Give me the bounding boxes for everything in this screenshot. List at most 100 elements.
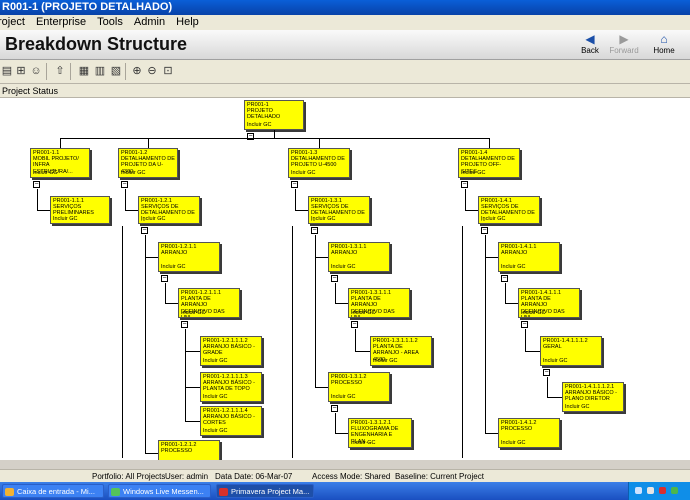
forward-label: Forward xyxy=(609,46,639,55)
taskbar-label: Primavera Project Ma... xyxy=(231,487,310,496)
tree-view-icon[interactable]: ▤ xyxy=(1,65,13,77)
wbs-node-responsible: Incluir GC xyxy=(461,169,486,176)
menu-enterprise[interactable]: Enterprise xyxy=(35,16,87,28)
wbs-node-code: PR001-1.2.1.1 xyxy=(161,244,197,250)
zoom-fit-icon[interactable]: ⊡ xyxy=(163,65,173,77)
connector-line xyxy=(335,433,348,434)
collapse-toggle[interactable]: − xyxy=(331,405,338,412)
wbs-node-code: PR001-1.2.1.1.1.4 xyxy=(203,408,248,414)
wbs-node-name: SERVIÇOS DE DETALHAMENTO DE ... xyxy=(311,204,365,223)
collapse-toggle[interactable]: − xyxy=(331,275,338,282)
wbs-node-responsible: Incluir GC xyxy=(33,169,58,176)
wbs-node-code: PR001-1 xyxy=(247,102,269,108)
wbs-node-responsible: Incluir GC xyxy=(203,357,228,364)
wbs-node-responsible: Incluir GC xyxy=(121,169,146,176)
tray-security-icon[interactable] xyxy=(659,487,666,494)
collapse-toggle[interactable]: − xyxy=(521,321,528,328)
wbs-node-responsible: Incluir GC xyxy=(247,121,272,128)
back-button[interactable]: ◀ Back xyxy=(570,32,610,58)
menu-project[interactable]: roject xyxy=(0,16,25,28)
collapse-toggle[interactable]: − xyxy=(351,321,358,328)
zoom-in-icon[interactable]: ⊕ xyxy=(132,65,142,77)
collapse-toggle[interactable]: − xyxy=(121,181,128,188)
collapse-toggle[interactable]: − xyxy=(311,227,318,234)
print-icon[interactable]: ▦ xyxy=(78,65,90,77)
org-chart-icon[interactable]: ⊞ xyxy=(16,65,26,77)
connector-line xyxy=(315,235,316,387)
tray-messenger-icon[interactable] xyxy=(671,487,678,494)
taskbar-item-primavera[interactable]: Primavera Project Ma... xyxy=(216,484,314,498)
connector-line xyxy=(485,257,498,258)
wbs-node-responsible: Incluir GC xyxy=(141,215,166,222)
taskbar-item-messenger[interactable]: Windows Live Messen... xyxy=(108,484,211,498)
forward-button[interactable]: ▶ Forward xyxy=(604,32,644,58)
wbs-node-responsible: Incluir GC xyxy=(521,309,546,316)
people-icon[interactable]: ☺ xyxy=(30,65,42,77)
collapse-toggle[interactable]: − xyxy=(501,275,508,282)
connector-line xyxy=(145,235,146,453)
window-title: R001-1 (PROJETO DETALHADO) xyxy=(2,1,173,13)
wbs-node-responsible: Incluir GC xyxy=(161,263,186,270)
primavera-app-icon xyxy=(219,488,228,496)
collapse-toggle[interactable]: − xyxy=(481,227,488,234)
wbs-node-code: PR001-1.4.1.1.1.2.1 xyxy=(565,384,615,390)
baseline-status: Baseline: Current Project xyxy=(395,472,484,481)
collapse-toggle[interactable]: − xyxy=(141,227,148,234)
collapse-toggle[interactable]: − xyxy=(161,275,168,282)
connector-line xyxy=(145,257,158,258)
tray-volume-icon[interactable] xyxy=(647,487,654,494)
collapse-toggle[interactable]: − xyxy=(33,181,40,188)
collapse-toggle[interactable]: − xyxy=(181,321,188,328)
connector-line xyxy=(60,138,489,139)
move-up-icon[interactable]: ⇧ xyxy=(55,65,65,77)
connector-line xyxy=(315,387,328,388)
wbs-node-responsible: Incluir GC xyxy=(501,263,526,270)
wbs-node-responsible: Incluir GC xyxy=(331,263,356,270)
columns-icon[interactable]: ▥ xyxy=(94,65,106,77)
taskbar-item-mail[interactable]: Caixa de entrada - Mi... xyxy=(2,484,104,498)
wbs-node-name: DETALHAMENTO DE PROJETO OFF-SITES xyxy=(461,156,515,175)
collapse-toggle[interactable]: − xyxy=(247,133,254,140)
collapse-toggle[interactable]: − xyxy=(543,369,550,376)
table-icon[interactable]: ▧ xyxy=(110,65,122,77)
collapse-toggle[interactable]: − xyxy=(291,181,298,188)
tray-network-icon[interactable] xyxy=(635,487,642,494)
zoom-out-icon[interactable]: ⊖ xyxy=(147,65,157,77)
home-button[interactable]: ⌂ Home xyxy=(644,32,684,58)
menu-help[interactable]: Help xyxy=(176,16,199,28)
collapse-toggle[interactable]: − xyxy=(461,181,468,188)
system-tray xyxy=(628,482,690,500)
connector-line xyxy=(505,303,518,304)
connector-line xyxy=(125,210,138,211)
menu-tools[interactable]: Tools xyxy=(97,16,123,28)
menu-admin[interactable]: Admin xyxy=(133,16,166,28)
wbs-node-name: ARRANJO BÁSICO - CORTES xyxy=(203,414,255,427)
wbs-node-name: ARRANJO xyxy=(501,250,528,257)
